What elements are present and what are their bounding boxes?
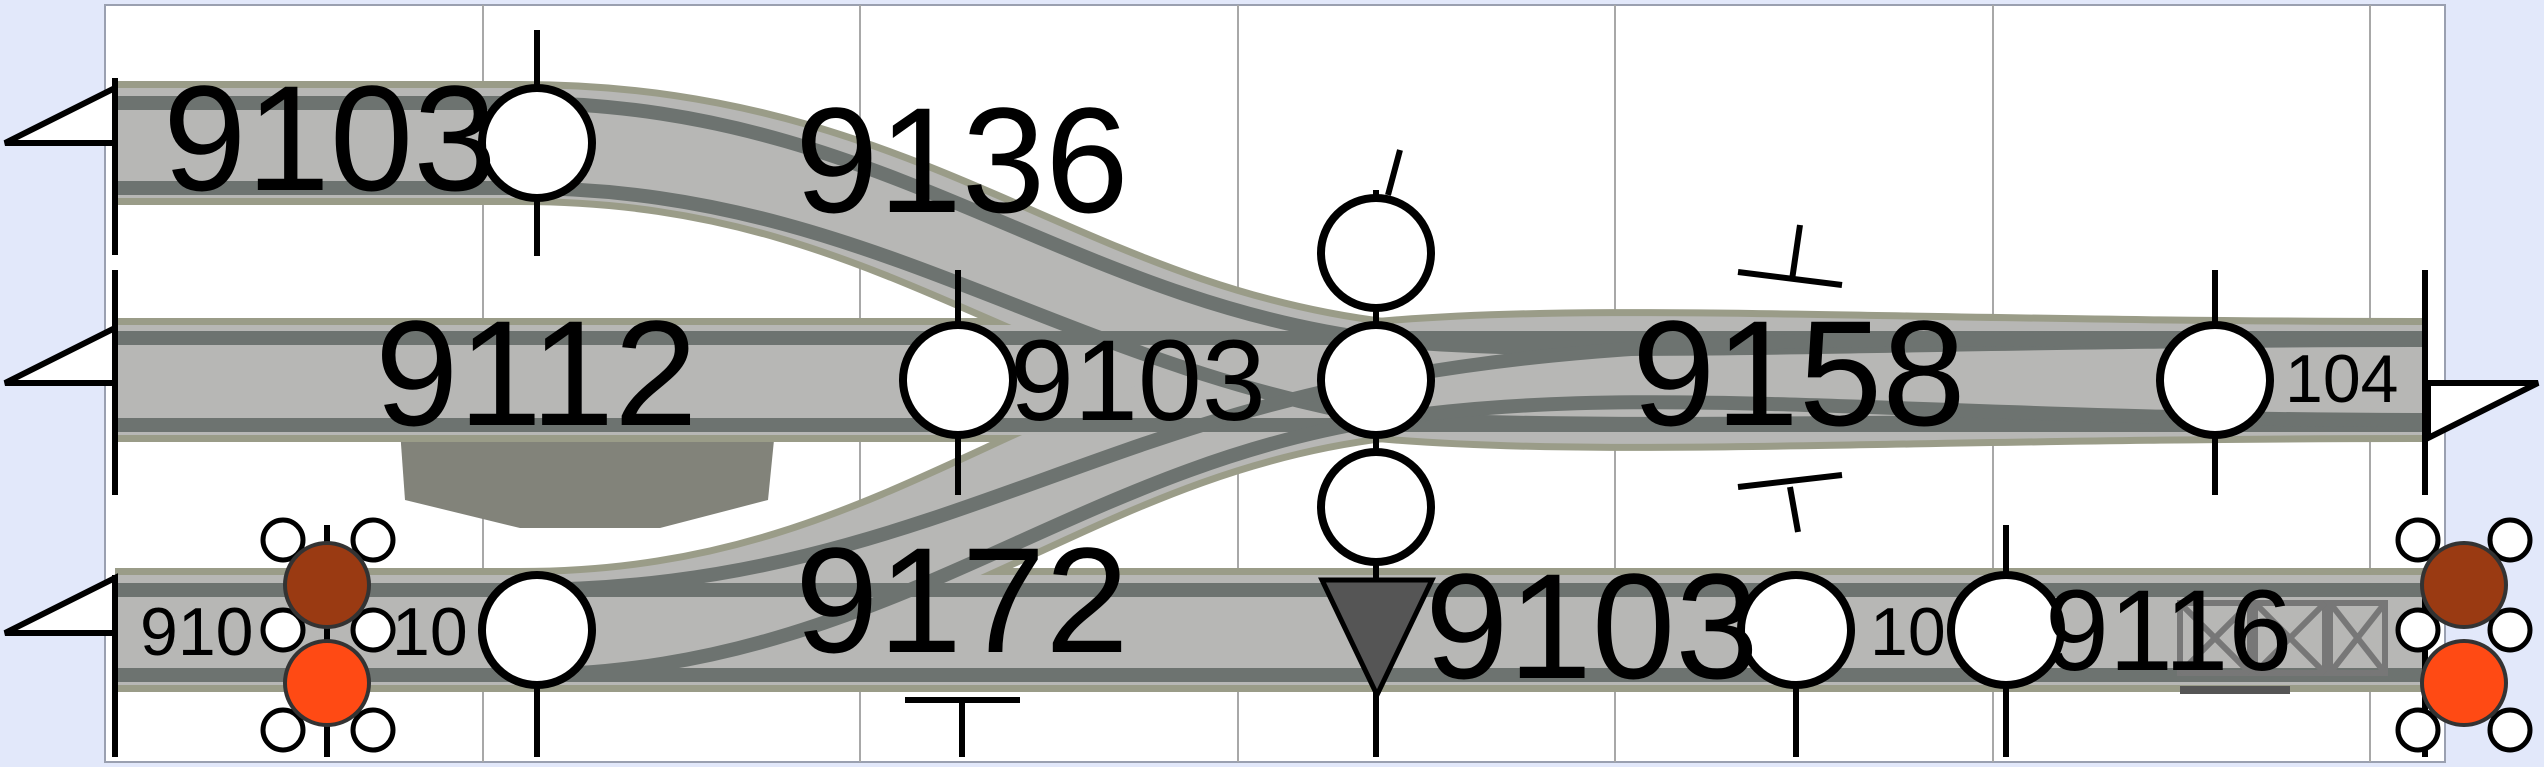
label-switch-center: 9158 (1632, 289, 1966, 457)
label-lower-right-a: 9103 (1425, 542, 1759, 710)
left-arrow-icon[interactable] (3, 323, 118, 386)
label-lower-mid: 9172 (795, 516, 1129, 684)
label-lower-right-b: 10 (1870, 594, 1946, 670)
crossed-box-icon[interactable] (2177, 600, 2388, 694)
label-middle-right: 104 (2285, 341, 2398, 417)
label-upper-mid: 9136 (795, 76, 1129, 244)
signal-lamp-icon[interactable] (2395, 517, 2533, 753)
track-joint[interactable] (1947, 571, 2065, 689)
track-joint[interactable] (1317, 321, 1435, 439)
label-lower-left-a: 910 (140, 594, 253, 670)
track-joint[interactable] (478, 571, 596, 689)
track-joint[interactable] (899, 321, 1017, 439)
down-triangle-icon[interactable] (1318, 577, 1436, 701)
right-arrow-icon[interactable] (2425, 380, 2540, 443)
track-joint[interactable] (1737, 571, 1855, 689)
platform (400, 430, 775, 528)
track-joint[interactable] (478, 84, 596, 202)
label-lower-left-b: 10 (392, 594, 468, 670)
label-middle-mid: 9103 (1010, 317, 1266, 445)
track-joint[interactable] (2156, 321, 2274, 439)
left-arrow-icon[interactable] (3, 83, 118, 146)
track-joint[interactable] (1317, 448, 1435, 566)
signal-lamp-icon[interactable] (260, 517, 396, 757)
track-joint[interactable] (1317, 194, 1435, 312)
label-middle-left: 9112 (375, 289, 698, 457)
left-arrow-icon[interactable] (3, 573, 118, 636)
label-lower-right-c: 9116 (2045, 567, 2292, 695)
label-upper-left: 9103 (163, 54, 497, 222)
